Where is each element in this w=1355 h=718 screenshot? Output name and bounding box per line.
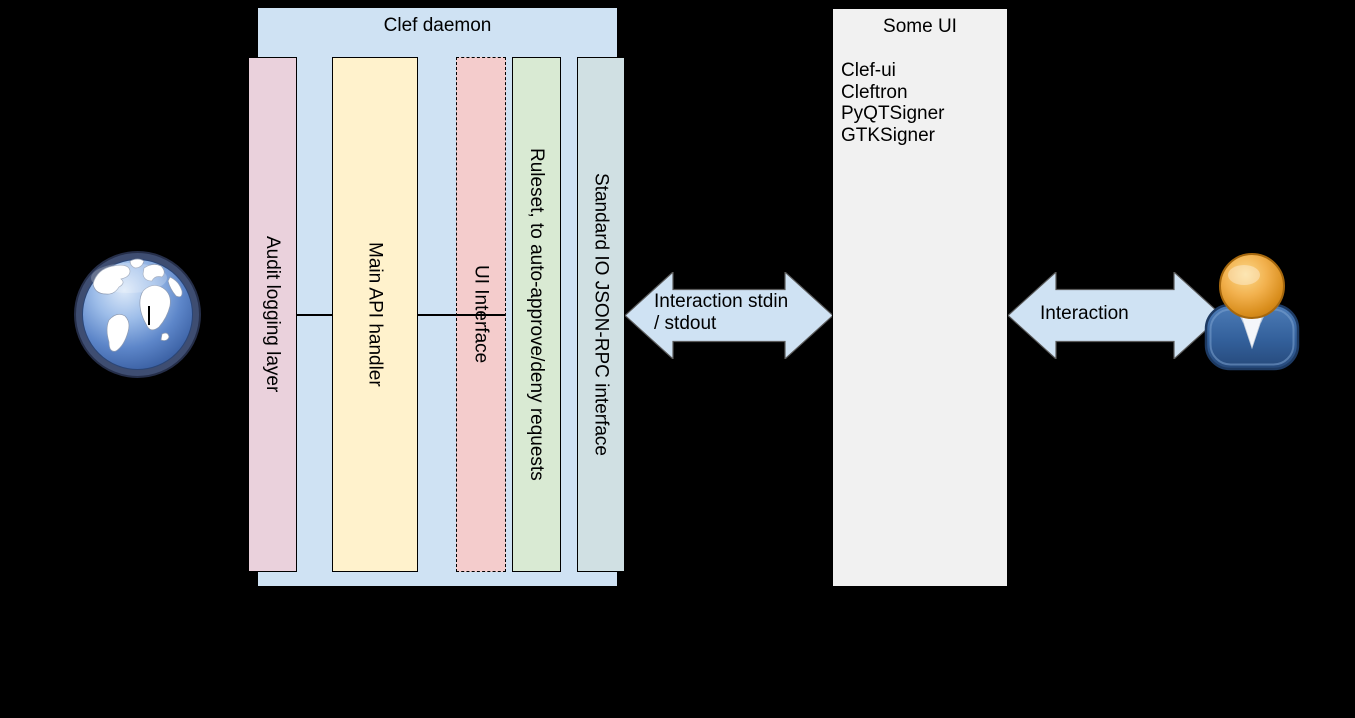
layer-audit-logging: Audit logging layer xyxy=(248,57,297,572)
some-ui-title: Some UI xyxy=(883,16,957,37)
user-icon xyxy=(1204,253,1300,371)
some-ui-list: Clef-ui Cleftron PyQTSigner GTKSigner xyxy=(841,60,944,147)
user-interaction-arrow-label: Interaction xyxy=(1040,303,1129,324)
stdin-stdout-label-line1: Interaction stdin xyxy=(654,291,789,312)
connector-api-to-ui xyxy=(417,314,506,316)
globe-icon xyxy=(74,251,201,378)
list-item-pyqtsigner: PyQTSigner xyxy=(841,103,945,125)
some-ui-box xyxy=(832,8,1008,587)
layer-audit-logging-label: Audit logging layer xyxy=(262,236,283,393)
layer-stdio-jsonrpc-label: Standard IO JSON-RPC interface xyxy=(590,173,612,456)
layer-ruleset-label: Ruleset, to auto-approve/deny requests xyxy=(526,148,547,481)
list-item-clef-ui: Clef-ui xyxy=(841,60,896,81)
list-item-gtksigner: GTKSigner xyxy=(841,125,935,147)
layer-ui-interface-label: UI Interface xyxy=(470,265,492,364)
clef-daemon-box xyxy=(257,7,618,587)
user-interaction-arrow xyxy=(1008,272,1222,359)
layer-stdio-jsonrpc: Standard IO JSON-RPC interface xyxy=(577,57,625,572)
connector-audit-to-api xyxy=(297,314,333,316)
layer-ruleset: Ruleset, to auto-approve/deny requests xyxy=(512,57,561,572)
stdin-stdout-arrow xyxy=(625,272,833,359)
layer-main-api-handler: Main API handler xyxy=(332,57,418,572)
globe-connector-stub xyxy=(148,306,150,325)
stdin-stdout-arrow-label: Interaction stdin / stdout xyxy=(654,291,788,334)
stdin-stdout-label-line2: / stdout xyxy=(654,312,717,334)
layer-main-api-handler-label: Main API handler xyxy=(364,242,386,387)
list-item-cleftron: Cleftron xyxy=(841,81,908,103)
clef-daemon-title: Clef daemon xyxy=(383,15,492,36)
